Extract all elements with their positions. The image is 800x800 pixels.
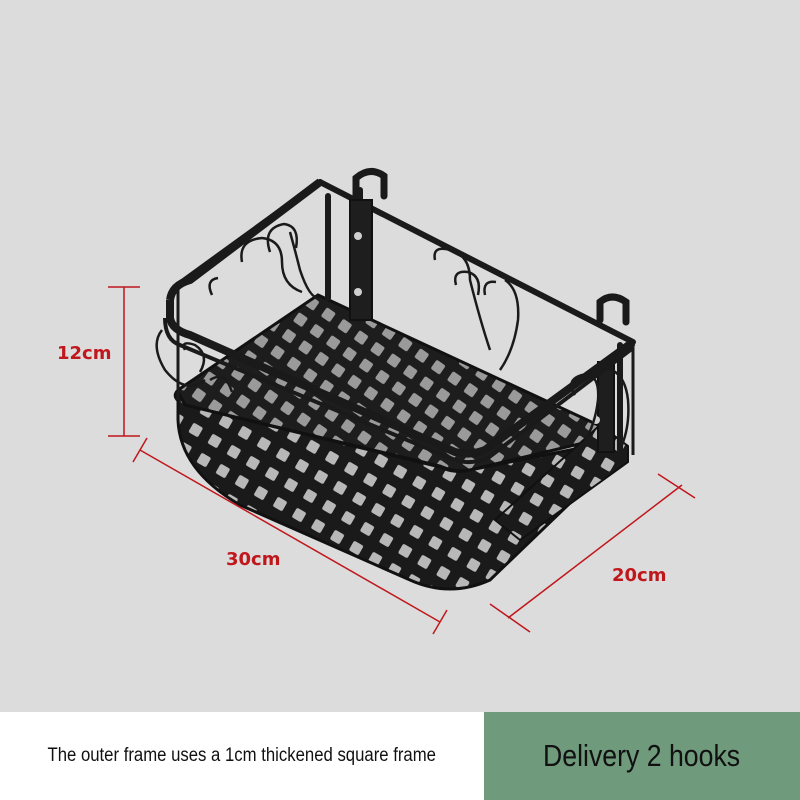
heart-scrolls: [155, 222, 630, 446]
product-stage: 12cm 30cm 20cm: [57, 168, 696, 635]
frame-caption-text: The outer frame uses a 1cm thickened squ…: [47, 745, 437, 766]
frame-caption: The outer frame uses a 1cm thickened squ…: [0, 712, 484, 800]
depth-dimension-label: 20cm: [612, 565, 667, 586]
dimension-depth: [489, 473, 696, 633]
product-illustration: [108, 168, 696, 635]
hooks-caption-text: Delivery 2 hooks: [543, 738, 741, 773]
caption-bar: The outer frame uses a 1cm thickened squ…: [0, 712, 800, 800]
back-bracket: [349, 199, 373, 321]
basket-front: [176, 391, 622, 591]
dimension-height: [108, 286, 140, 437]
hook-left: [352, 168, 388, 204]
height-dimension-label: 12cm: [57, 343, 112, 364]
dimension-length: [132, 437, 448, 635]
basket-top-rim: [166, 178, 636, 458]
hook-right: [596, 293, 630, 326]
length-dimension-label: 30cm: [226, 549, 281, 570]
right-bracket: [597, 361, 615, 453]
hooks-caption: Delivery 2 hooks: [484, 712, 800, 800]
